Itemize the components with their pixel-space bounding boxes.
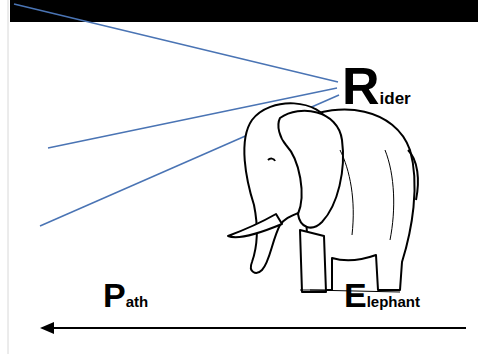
header-bar — [10, 0, 478, 22]
elephant-drawing — [228, 103, 418, 292]
rider-label: Rider — [342, 60, 411, 112]
elephant-label: Elephant — [344, 278, 420, 312]
page-border — [8, 0, 9, 354]
path-label: Path — [103, 278, 148, 312]
path-arrow — [40, 322, 466, 334]
